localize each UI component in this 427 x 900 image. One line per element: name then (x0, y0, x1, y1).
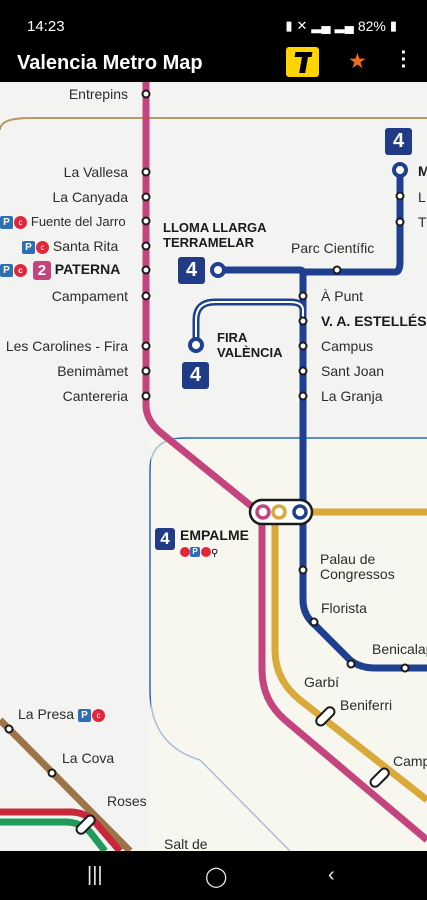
station-garbi[interactable]: Garbí (304, 674, 340, 690)
station-cantereria[interactable]: Cantereria (62, 388, 128, 404)
line1-stops (141, 89, 151, 401)
terminus-north (392, 162, 408, 178)
car-icon: c (91, 708, 105, 722)
parking-icon: P (0, 264, 13, 277)
metro-logo-button[interactable] (286, 47, 319, 77)
brown-line-track (0, 717, 133, 851)
empalme-services: P⚲ (180, 543, 218, 561)
station-empalme[interactable]: 4 EMPALME P⚲ (155, 527, 249, 559)
car-icon: c (14, 264, 27, 277)
station-la-granja[interactable]: La Granja (321, 388, 383, 404)
station-paterna-label: PATERNA (54, 261, 121, 278)
station-palau-congressos[interactable]: Palau de Congressos (320, 552, 395, 582)
station-roses[interactable]: Roses (107, 793, 147, 809)
fira-label-line2: VALÈNCIA (217, 345, 283, 360)
la-presa-label: La Presa (18, 706, 75, 722)
station-parc-cientific[interactable]: Parc Científic (291, 240, 375, 256)
lloma-label-line2: TERRAMELAR (163, 235, 254, 250)
station-north-l[interactable]: L (418, 189, 426, 205)
home-icon[interactable]: ◯ (205, 866, 228, 888)
double-stops (75, 706, 390, 835)
station-fuente-del-jarro-label: Fuente del Jarro (30, 214, 126, 229)
sim-icon: ▮ (285, 18, 293, 33)
station-beniferri[interactable]: Beniferri (340, 697, 393, 713)
more-options-icon[interactable]: ··· (400, 42, 408, 78)
map-canvas (0, 82, 427, 851)
station-north-t[interactable]: T (418, 214, 427, 230)
status-bar: 14:23 ▮ ✕ ▂▄ ▂▄ 82% ▮ (0, 0, 427, 44)
line4-track (218, 266, 427, 672)
brown-stops (4, 724, 57, 778)
station-campanar[interactable]: Camp (393, 753, 427, 769)
terminus-lloma (210, 262, 226, 278)
parking-icon: P (22, 240, 35, 254)
terminus-fira (188, 337, 204, 353)
back-icon[interactable]: ‹ (328, 864, 335, 886)
station-santa-rita-label: Santa Rita (52, 238, 119, 254)
palau-label-2: Congressos (320, 566, 395, 582)
battery-percent: 82% (357, 18, 386, 34)
line4-badge-fira: 4 (182, 362, 209, 389)
car-icon: c (36, 240, 49, 254)
app-title: Valencia Metro Map (17, 52, 203, 74)
palau-label-1: Palau de (320, 551, 376, 567)
terminus-fira-label[interactable]: FIRA VALÈNCIA (217, 330, 282, 360)
station-campament[interactable]: Campament (51, 288, 128, 304)
station-la-cova[interactable]: La Cova (62, 750, 115, 766)
terminus-lloma-label[interactable]: LLOMA LLARGA TERRAMELAR (163, 220, 267, 250)
status-icons: ▮ ✕ ▂▄ ▂▄ 82% ▮ (285, 18, 397, 34)
mute-icon: ✕ (296, 18, 308, 33)
car-icon: c (14, 215, 27, 229)
car-icon (201, 546, 211, 557)
recent-apps-icon[interactable]: ||| (87, 864, 103, 886)
station-benimamet[interactable]: Benimàmet (57, 363, 128, 379)
signal-icon: ▂▄ (311, 18, 331, 33)
line4-badge-empalme: 4 (155, 528, 175, 550)
line4-fira-loop-inner (195, 301, 304, 345)
favorite-star-icon[interactable]: ★ (348, 50, 367, 73)
station-campus[interactable]: Campus (321, 338, 374, 354)
zone-border-north (0, 117, 427, 131)
station-salt-de[interactable]: Salt de (164, 836, 208, 851)
station-florista[interactable]: Florista (321, 600, 367, 616)
info-icon (180, 546, 190, 557)
line2-badge: 2 (32, 261, 51, 280)
lloma-label-line1: LLOMA LLARGA (163, 220, 267, 235)
station-entrepins[interactable]: Entrepins (68, 86, 128, 102)
android-nav-bar: ||| ◯ ‹ (0, 851, 427, 900)
battery-icon: ▮ (389, 18, 397, 33)
status-time: 14:23 (27, 18, 65, 35)
station-la-canyada[interactable]: La Canyada (52, 189, 128, 205)
line4-badge-north: 4 (385, 128, 412, 155)
line4-branch-north (303, 170, 404, 276)
signal-icon-2: ▂▄ (334, 18, 354, 33)
line4-stops (298, 191, 410, 673)
station-a-punt[interactable]: À Punt (321, 288, 364, 304)
station-la-vallesa[interactable]: La Vallesa (63, 164, 128, 180)
station-benicalap[interactable]: Benicalap (372, 641, 427, 657)
station-les-carolines[interactable]: Les Carolines - Fira (5, 338, 128, 354)
line4-badge-lloma: 4 (178, 257, 205, 284)
empalme-label: EMPALME (180, 527, 249, 543)
station-va-estelles[interactable]: V. A. ESTELLÉS (321, 313, 427, 329)
parking-icon: P (77, 708, 91, 722)
station-north-m[interactable]: M (418, 163, 427, 179)
fira-label-line1: FIRA (217, 330, 248, 345)
bike-icon: ⚲ (211, 548, 219, 559)
station-sant-joan[interactable]: Sant Joan (321, 363, 385, 379)
app-bar: Valencia Metro Map ★ ··· (0, 42, 427, 82)
parking-icon: P (0, 215, 13, 229)
parking-icon: P (190, 546, 200, 557)
